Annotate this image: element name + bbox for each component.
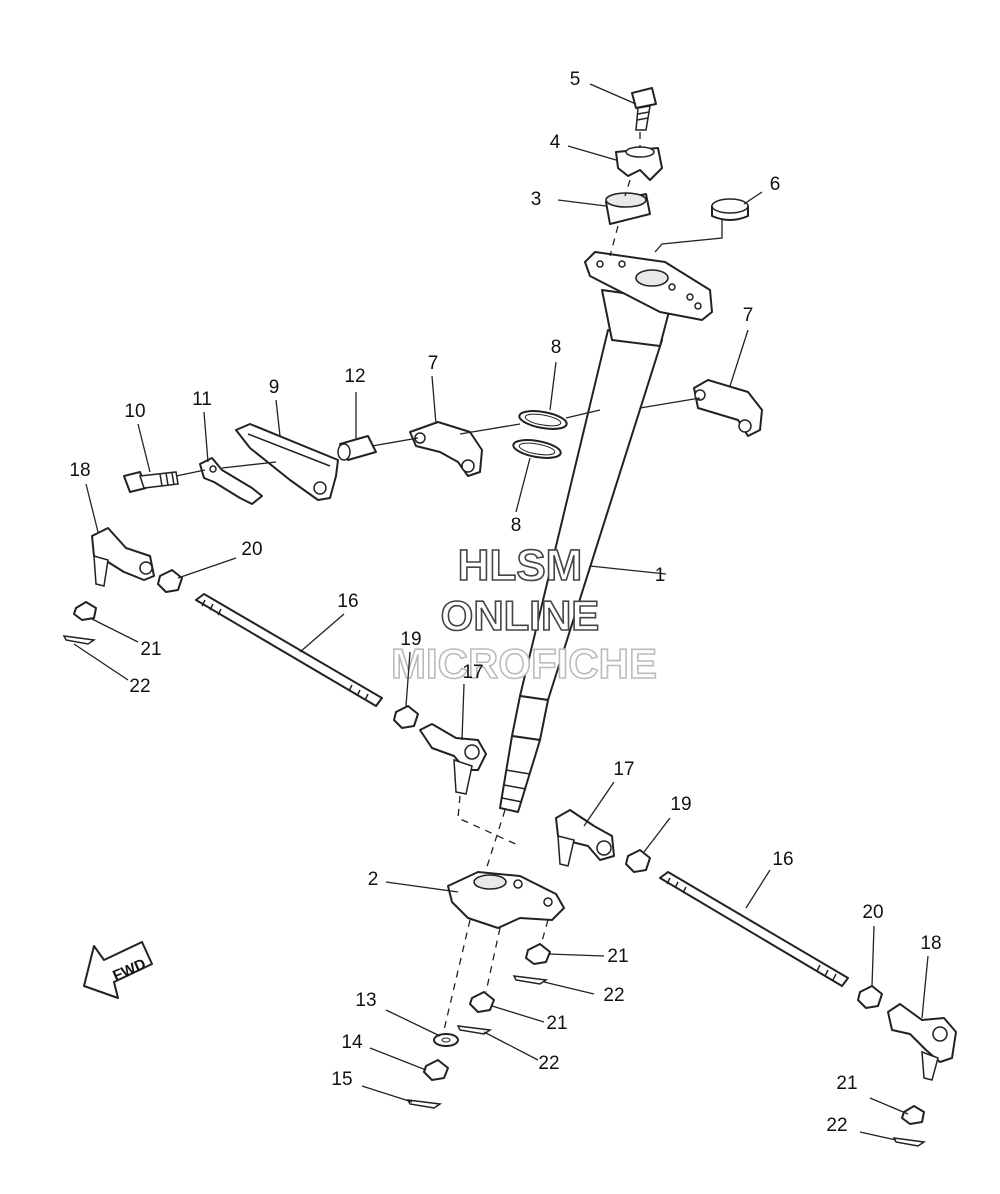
tierod-end-right-part-17 bbox=[555, 809, 615, 867]
callout-22-left: 22 bbox=[129, 676, 150, 697]
callout-16-right: 16 bbox=[772, 849, 793, 870]
callout-22-right: 22 bbox=[826, 1115, 847, 1136]
circlip-upper-part-8 bbox=[518, 410, 568, 430]
cotter-left-part-22 bbox=[62, 635, 97, 645]
callout-15: 15 bbox=[331, 1069, 352, 1090]
callout-16-left: 16 bbox=[337, 591, 358, 612]
callout-13: 13 bbox=[355, 990, 376, 1011]
watermark: HLSM ONLINE MICROFICHE bbox=[390, 540, 658, 688]
column-top-plate bbox=[584, 251, 713, 321]
callout-5: 5 bbox=[570, 69, 581, 90]
circlip-lower-part-8 bbox=[512, 439, 562, 459]
tierod-end-left-part-18 bbox=[91, 527, 155, 587]
watermark-line-3: MICROFICHE bbox=[391, 640, 657, 687]
forward-direction-arrow: FWD bbox=[83, 941, 153, 999]
callout-7-left: 7 bbox=[428, 353, 439, 374]
nut-right-part-20 bbox=[857, 985, 883, 1009]
callout-labels: 1 2 3 4 5 6 7 7 8 8 9 10 11 12 13 14 15 … bbox=[69, 69, 941, 1136]
tierod-end-right-part-18 bbox=[887, 1003, 957, 1081]
cotter-part-15 bbox=[406, 1099, 443, 1109]
callout-12: 12 bbox=[344, 366, 365, 387]
callout-4: 4 bbox=[550, 132, 561, 153]
holder-part-4 bbox=[615, 146, 663, 181]
washer-part-13 bbox=[433, 1033, 459, 1047]
callout-22-center-upper: 22 bbox=[603, 985, 624, 1006]
callout-21-center-upper: 21 bbox=[607, 946, 628, 967]
nut-right-part-19 bbox=[625, 849, 651, 873]
callout-10: 10 bbox=[124, 401, 145, 422]
cap-part-6 bbox=[654, 198, 749, 253]
callout-19-left: 19 bbox=[400, 629, 421, 650]
nut-center-upper-part-21 bbox=[525, 943, 551, 965]
pitman-arm-part-2 bbox=[447, 871, 565, 929]
callout-8-lower: 8 bbox=[511, 515, 522, 536]
callout-9: 9 bbox=[269, 377, 280, 398]
callout-21-left: 21 bbox=[140, 639, 161, 660]
callout-11: 11 bbox=[192, 389, 212, 410]
tie-rod-right-part-16 bbox=[659, 871, 849, 987]
bolt-part-5 bbox=[631, 87, 657, 131]
bushing-part-3 bbox=[605, 192, 651, 225]
callout-20-right: 20 bbox=[862, 902, 883, 923]
cotter-center-lower-part-22 bbox=[456, 1025, 493, 1035]
callout-2: 2 bbox=[368, 869, 379, 890]
nut-center-lower-part-21 bbox=[469, 991, 495, 1013]
callout-3: 3 bbox=[531, 189, 542, 210]
leader-lines bbox=[73, 83, 929, 1141]
tierod-end-left-part-17 bbox=[419, 723, 487, 795]
callout-7-right: 7 bbox=[743, 305, 754, 326]
lockwasher-part-11 bbox=[199, 457, 263, 505]
callout-6: 6 bbox=[770, 174, 781, 195]
callout-8-upper: 8 bbox=[551, 337, 562, 358]
nut-part-14 bbox=[423, 1059, 449, 1081]
nut-left-part-21 bbox=[73, 601, 97, 621]
callout-20-left: 20 bbox=[241, 539, 262, 560]
cotter-right-part-22 bbox=[892, 1137, 927, 1147]
callout-14: 14 bbox=[341, 1032, 363, 1053]
callout-21-right: 21 bbox=[836, 1073, 857, 1094]
callout-21-center-lower: 21 bbox=[546, 1013, 567, 1034]
nut-left-part-20 bbox=[157, 569, 183, 593]
collar-part-12 bbox=[337, 435, 377, 461]
watermark-line-2: ONLINE bbox=[441, 592, 600, 639]
callout-1: 1 bbox=[655, 565, 666, 586]
callout-22-center-lower: 22 bbox=[538, 1053, 559, 1074]
bracket-left-part-7 bbox=[409, 421, 483, 477]
plate-part-9 bbox=[235, 423, 339, 501]
callout-18-left: 18 bbox=[69, 460, 90, 481]
callout-18-right: 18 bbox=[920, 933, 941, 954]
bracket-right-part-7 bbox=[693, 379, 763, 437]
callout-17-left: 17 bbox=[462, 662, 483, 683]
callout-17-right: 17 bbox=[613, 759, 634, 780]
watermark-line-1: HLSM bbox=[458, 541, 583, 590]
bolt-part-10 bbox=[123, 471, 179, 493]
callout-19-right: 19 bbox=[670, 794, 691, 815]
nut-left-part-19 bbox=[393, 705, 419, 729]
nut-right-part-21 bbox=[901, 1105, 925, 1125]
tie-rod-left-part-16 bbox=[195, 593, 383, 707]
cotter-center-upper-part-22 bbox=[512, 975, 549, 985]
